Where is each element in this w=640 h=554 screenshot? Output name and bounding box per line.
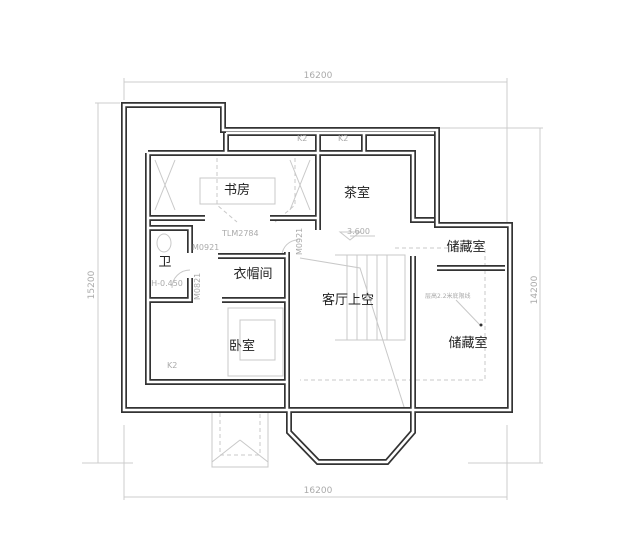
elevation-mark: 3.600 (347, 227, 370, 236)
dimension-lines (82, 78, 543, 500)
room-label-living-void: 客厅上空 (322, 292, 374, 308)
room-label-storage-top: 储藏室 (446, 239, 485, 255)
dimension-right: 14200 (530, 275, 540, 304)
dimension-bottom: 16200 (304, 486, 333, 496)
room-label-study: 书房 (224, 182, 250, 198)
room-label-bathroom: 卫 (158, 255, 171, 270)
dimension-left: 15200 (87, 270, 97, 299)
height-line-note: 层高2.2米底限线 (425, 292, 471, 300)
bath-level-note: H-0.450 (151, 279, 183, 288)
window-tag-2: K2 (338, 134, 348, 143)
furniture-lines (154, 158, 486, 468)
sliding-door-tag: TLM2784 (221, 229, 259, 238)
walls (121, 102, 513, 465)
dimension-top: 16200 (304, 71, 333, 81)
door-tag-void: M0921 (295, 228, 304, 255)
room-label-cloakroom: 衣帽间 (233, 266, 272, 282)
room-label-bedroom: 卧室 (229, 338, 255, 354)
window-tag-1: K2 (297, 134, 307, 143)
window-tag-3: K2 (167, 361, 177, 370)
door-tag-cloak: M0821 (193, 273, 202, 300)
door-tag-bath: M0921 (192, 243, 219, 252)
room-label-tea-room: 茶室 (344, 185, 370, 201)
room-label-storage-bottom: 储藏室 (448, 335, 487, 351)
